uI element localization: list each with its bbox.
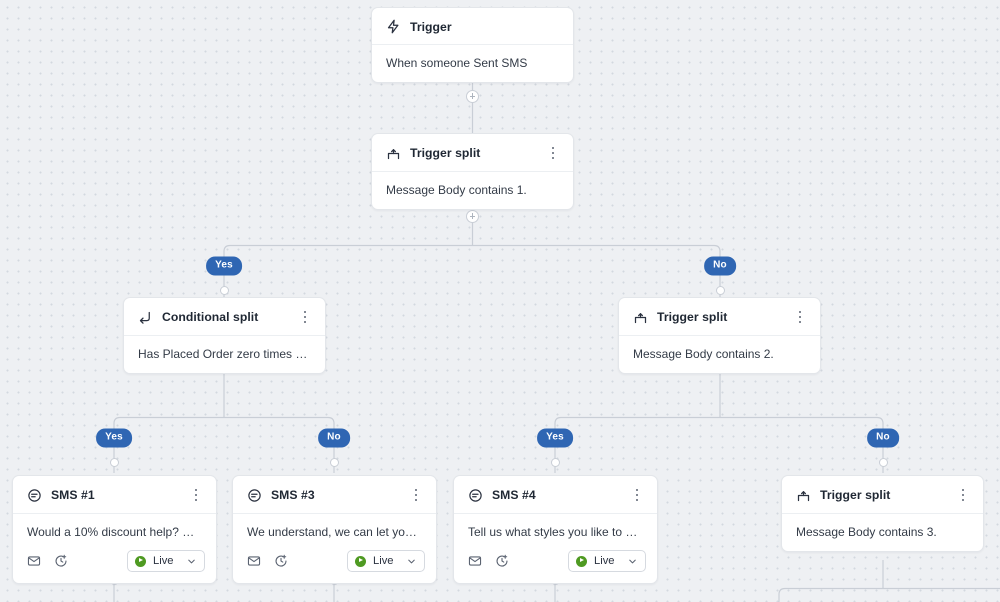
node-trigger[interactable]: Trigger When someone Sent SMS [371,7,574,83]
node-trigger-split-2[interactable]: Trigger split Message Body contains 2. [618,297,821,374]
node-body-text: Has Placed Order zero times over all tim… [138,347,325,361]
node-title: Conditional split [162,310,259,324]
edge-junction-dot[interactable] [109,457,119,467]
node-menu-button[interactable] [189,487,203,503]
node-conditional-split-1[interactable]: Conditional split Has Placed Order zero … [123,297,326,374]
conditional-split-icon [138,310,153,325]
node-header: Trigger split [372,134,573,172]
node-header: SMS #4 [454,476,657,514]
node-title: SMS #1 [51,488,95,502]
branch-pill-no[interactable]: No [867,428,899,448]
node-header: SMS #1 [13,476,216,514]
node-header: Trigger split [782,476,983,514]
node-header: Trigger split [619,298,820,336]
play-circle-icon [355,555,366,567]
add-step-handle[interactable] [466,209,479,223]
node-title: SMS #3 [271,488,315,502]
node-footer-icons [247,554,288,568]
node-body-text: When someone Sent SMS [386,56,528,70]
branch-pill-yes[interactable]: Yes [206,256,242,276]
timer-icon[interactable] [495,554,509,568]
node-menu-button[interactable] [630,487,644,503]
message-icon[interactable] [247,554,261,568]
node-body-text: We understand, we can let you know whe… [247,525,436,539]
node-title: SMS #4 [492,488,536,502]
node-header: Conditional split [124,298,325,336]
node-sms-3[interactable]: SMS #3 We understand, we can let you kno… [232,475,437,584]
node-footer-icons [468,554,509,568]
chevron-down-icon [186,556,197,567]
message-icon[interactable] [468,554,482,568]
add-step-handle[interactable] [466,89,479,103]
status-label: Live [594,555,615,567]
split-icon [796,488,811,503]
node-body-text: Message Body contains 1. [386,183,527,197]
node-header: SMS #3 [233,476,436,514]
node-body-text: Message Body contains 2. [633,347,774,361]
split-icon [386,146,401,161]
timer-icon[interactable] [274,554,288,568]
sms-icon [27,488,42,503]
sms-icon [247,488,262,503]
node-trigger-split-1[interactable]: Trigger split Message Body contains 1. [371,133,574,210]
node-trigger-split-3[interactable]: Trigger split Message Body contains 3. [781,475,984,552]
node-footer: Live [13,548,216,583]
node-menu-button[interactable] [409,487,423,503]
node-menu-button[interactable] [956,487,970,503]
lightning-icon [386,19,401,34]
node-body-text: Tell us what styles you like to get cust… [468,525,657,539]
branch-pill-yes[interactable]: Yes [537,428,573,448]
edge-junction-dot[interactable] [329,457,339,467]
message-icon[interactable] [27,554,41,568]
node-header: Trigger [372,8,573,45]
node-body-text: Would a 10% discount help? Use code G… [27,525,216,539]
node-title: Trigger split [820,488,891,502]
edge-junction-dot[interactable] [219,285,229,295]
node-menu-button[interactable] [298,309,312,325]
node-footer: Live [233,548,436,583]
edge-junction-dot[interactable] [550,457,560,467]
branch-pill-yes[interactable]: Yes [96,428,132,448]
node-footer-icons [27,554,68,568]
status-select[interactable]: Live [127,550,205,572]
node-sms-4[interactable]: SMS #4 Tell us what styles you like to g… [453,475,658,584]
node-title: Trigger [410,19,452,34]
chevron-down-icon [627,556,638,567]
status-select[interactable]: Live [347,550,425,572]
chevron-down-icon [406,556,417,567]
branch-pill-no[interactable]: No [318,428,350,448]
node-menu-button[interactable] [546,145,560,161]
play-circle-icon [576,555,587,567]
node-footer: Live [454,548,657,583]
status-label: Live [373,555,394,567]
node-body-text: Message Body contains 3. [796,525,937,539]
branch-pill-no[interactable]: No [704,256,736,276]
split-icon [633,310,648,325]
node-menu-button[interactable] [793,309,807,325]
edge-junction-dot[interactable] [715,285,725,295]
sms-icon [468,488,483,503]
play-circle-icon [135,555,146,567]
status-label: Live [153,555,174,567]
node-sms-1[interactable]: SMS #1 Would a 10% discount help? Use co… [12,475,217,584]
status-select[interactable]: Live [568,550,646,572]
timer-icon[interactable] [54,554,68,568]
node-title: Trigger split [657,310,728,324]
edge-junction-dot[interactable] [878,457,888,467]
node-title: Trigger split [410,146,481,160]
